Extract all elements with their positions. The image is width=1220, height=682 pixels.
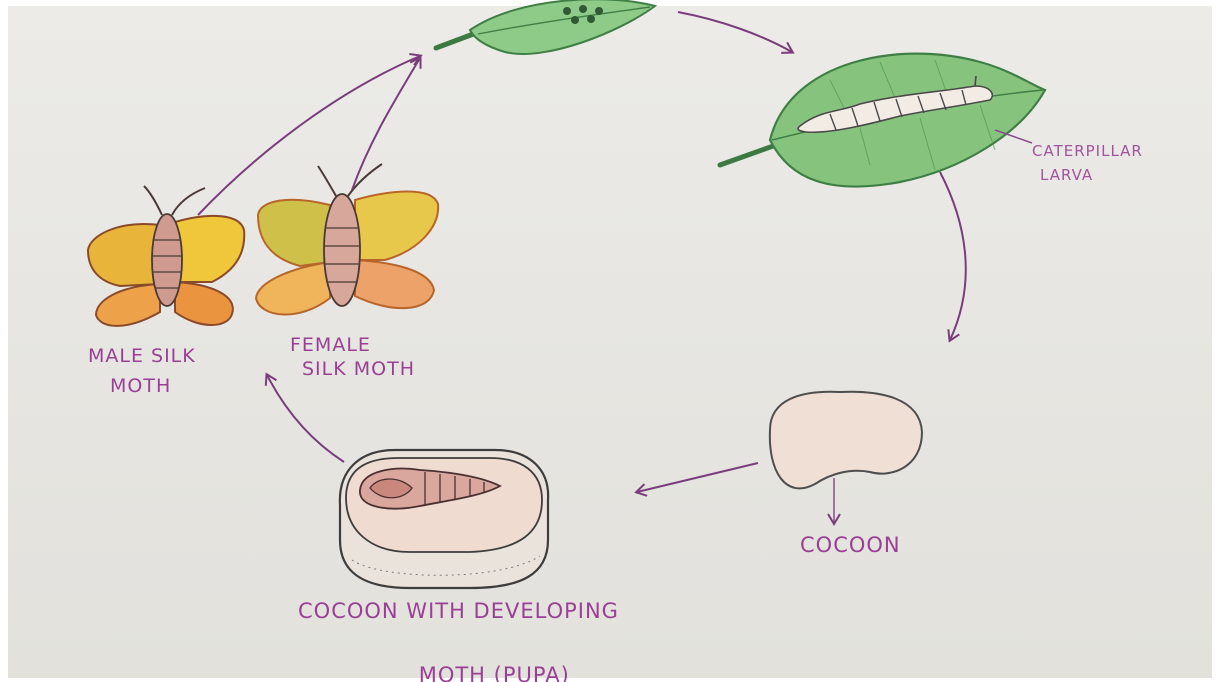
male-moth-label-line1: MALE SILK [88,345,196,369]
arrow-pupa-to-moths [267,375,344,462]
arrow-eggs-to-larva [678,12,792,52]
larva-label-line2: LARVA [1040,166,1093,185]
pupa-cocoon [340,450,548,588]
cocoon-label: COCOON [800,532,901,558]
male-moth [88,186,244,326]
arrow-female-to-eggs [352,58,420,190]
egg-leaf [436,0,655,54]
larva-label-line1: CATERPILLAR [1032,142,1143,161]
arrow-male-to-eggs [198,56,420,215]
male-moth-label-line2: MOTH [110,375,171,399]
pupa-label-paren: (PUPA) [494,663,570,682]
arrow-cocoon-to-pupa [637,463,758,492]
female-moth [256,164,438,315]
pupa-label-moth: MOTH [419,663,494,682]
pupa-label-line2: MOTH (PUPA) [388,636,570,682]
female-moth-label-line2: SILK MOTH [302,358,415,382]
arrow-larva-to-cocoon [940,172,966,340]
female-moth-label-line1: FEMALE [290,334,371,358]
cocoon [770,392,922,489]
pupa-label-line1: COCOON WITH DEVELOPING [298,598,619,624]
